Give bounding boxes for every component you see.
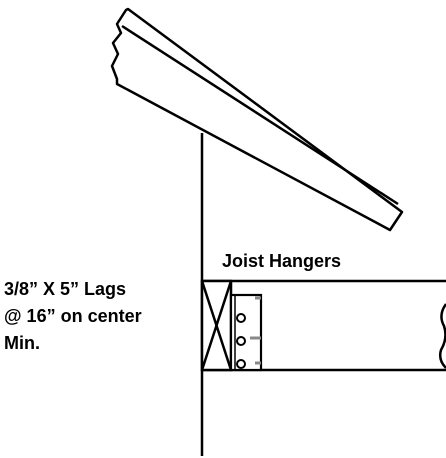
ledger-board (200, 279, 233, 372)
hanger-nail-hole (236, 359, 246, 369)
lags-spec-label-line1: 3/8” X 5” Lags (4, 279, 127, 299)
joist-hangers-label: Joist Hangers (222, 251, 342, 271)
hanger-nail-hole (236, 336, 246, 346)
lags-spec-label-line2: @ 16” on center (4, 306, 142, 326)
roof-rafter (110, 7, 404, 232)
lags-spec-label-line3: Min. (4, 333, 40, 353)
hanger-nail-hole (236, 313, 246, 323)
joist-hanger-bracket (229, 293, 263, 372)
